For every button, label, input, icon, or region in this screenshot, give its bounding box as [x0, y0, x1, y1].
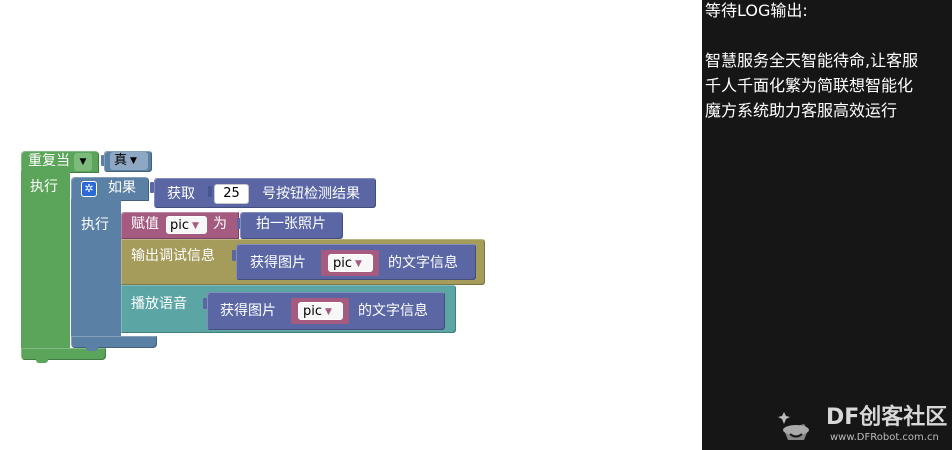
boolean-dropdown[interactable]: 真▼ [110, 152, 148, 170]
voice-value-connector [203, 298, 207, 309]
log-title: 等待LOG输出: [705, 1, 808, 20]
chevron-down-icon: ▼ [79, 157, 87, 167]
if-label: 如果 [108, 180, 136, 196]
if-block-bottom-tab [86, 346, 98, 351]
log-output-panel[interactable]: 等待LOG输出: 智慧服务全天智能待命,让客服 千人千面化繁为简联想智能化 魔方… [702, 0, 952, 450]
repeat-mode-dropdown[interactable]: ▼ [74, 153, 92, 171]
repeat-while-spine [21, 171, 70, 353]
blockly-workspace[interactable]: 重复当 ▼ 执行 真▼ ✲ 如果 执行 获取 25 号按钮检测结果 赋值 pic… [0, 0, 702, 450]
if-do-label: 执行 [81, 217, 109, 233]
take-photo-label: 拍一张照片 [256, 216, 326, 232]
chevron-down-icon: ▼ [192, 221, 199, 231]
debug-get-image-label: 获得图片 [250, 255, 306, 271]
if-block-footer [71, 336, 157, 348]
assign-label: 赋值 [131, 216, 159, 232]
repeat-while-bottom-tab [36, 358, 48, 363]
dfrobot-watermark: DF创客社区 www.DFRobot.com.cn [774, 405, 952, 446]
log-line: 千人千面化繁为简联想智能化 [705, 76, 914, 95]
mutator-gear-icon[interactable]: ✲ [81, 181, 97, 197]
condition-connector [101, 155, 105, 166]
take-photo-block[interactable] [240, 212, 343, 239]
assign-to-label: 为 [213, 216, 227, 232]
voice-variable-dropdown[interactable]: pic▼ [298, 302, 343, 320]
chevron-down-icon: ▼ [325, 307, 332, 317]
chevron-down-icon: ▼ [130, 156, 137, 166]
voice-variable-name: pic [303, 304, 323, 319]
debug-variable-dropdown[interactable]: pic▼ [328, 254, 373, 272]
debug-text-info-label: 的文字信息 [388, 255, 458, 271]
debug-output-label: 输出调试信息 [131, 248, 215, 264]
debug-value-connector [232, 250, 236, 261]
repeat-while-label: 重复当 [28, 153, 70, 169]
voice-get-image-label: 获得图片 [220, 303, 276, 319]
debug-variable-name: pic [333, 256, 353, 271]
watermark-name: DF创客社区 [826, 405, 948, 430]
button-number-field[interactable]: 25 [214, 184, 249, 204]
number-connector [208, 186, 212, 197]
log-lines: 智慧服务全天智能待命,让客服 千人千面化繁为简联想智能化 魔方系统助力客服高效运… [705, 48, 952, 123]
button-check-get-label: 获取 [167, 186, 195, 202]
log-line: 智慧服务全天智能待命,让客服 [705, 51, 919, 70]
repeat-while-footer [21, 348, 106, 360]
assign-variable-name: pic [170, 218, 190, 233]
play-voice-label: 播放语音 [131, 296, 187, 312]
if-condition-connector [150, 182, 154, 193]
chevron-down-icon: ▼ [355, 259, 362, 269]
boolean-value: 真 [114, 153, 128, 168]
if-block-spine [71, 199, 121, 341]
button-check-suffix: 号按钮检测结果 [262, 186, 360, 202]
assign-variable-dropdown[interactable]: pic▼ [166, 216, 207, 234]
button-check-block[interactable] [154, 178, 376, 208]
robot-logo-icon [778, 412, 809, 440]
voice-text-info-label: 的文字信息 [358, 303, 428, 319]
watermark-url: www.DFRobot.com.cn [830, 432, 939, 443]
repeat-while-do-label: 执行 [30, 179, 58, 195]
assign-value-connector [237, 218, 241, 229]
log-line: 魔方系统助力客服高效运行 [705, 101, 898, 120]
